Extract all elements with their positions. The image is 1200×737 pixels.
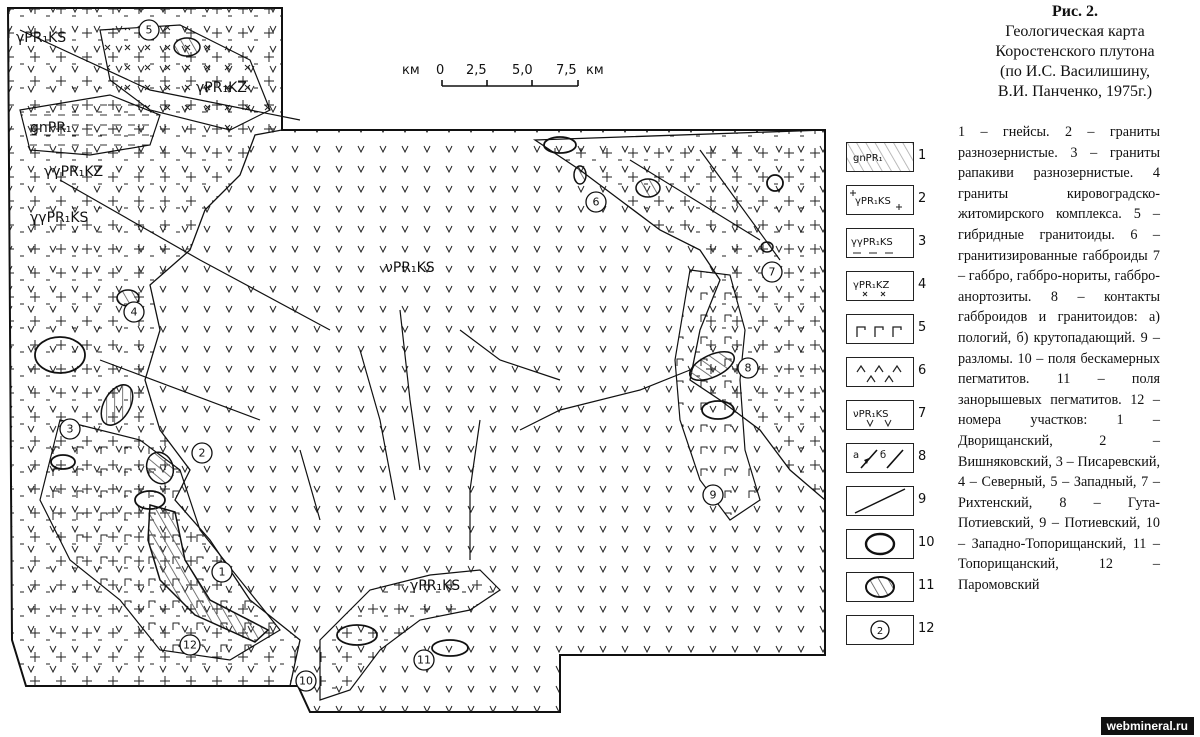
legend-item-site-number: 2 12 xyxy=(846,615,946,645)
svg-text:а: а xyxy=(853,450,859,461)
legend-item-kz-granite: γPR₁KZ 4 xyxy=(846,271,946,301)
svg-text:gnPR₁: gnPR₁ xyxy=(853,153,883,164)
site-number: 8 xyxy=(745,362,752,375)
legend-item-open-ellipse: 10 xyxy=(846,529,946,559)
label-gamma-ks-bottom: γPR₁KS xyxy=(410,578,460,594)
legend-item-hatched-ellipse: 11 xyxy=(846,572,946,602)
kz-granite-zone xyxy=(99,24,271,131)
svg-text:γPR₁KZ: γPR₁KZ xyxy=(853,280,889,291)
svg-text:2: 2 xyxy=(877,626,883,637)
svg-text:γγPR₁KS: γγPR₁KS xyxy=(851,237,893,248)
hybrid-zone-east xyxy=(674,269,761,521)
pegmatite-fields xyxy=(34,136,784,657)
scale-bar: км 0 2,5 5,0 7,5 км xyxy=(400,48,612,94)
geological-map: γPR₁KS γPR₁KZ gnPR₁ γγPR₁KZ γγPR₁KS νPR₁… xyxy=(6,7,826,713)
label-gamma-ks-top: γPR₁KS xyxy=(16,30,66,46)
site-number: 5 xyxy=(146,24,153,37)
title-line: Геологическая карта xyxy=(1005,23,1145,40)
site-number: 9 xyxy=(710,489,717,502)
legend-item-granite: γPR₁KS 2 xyxy=(846,185,946,215)
site-number: 6 xyxy=(593,196,600,209)
title-line: В.И. Панченко, 1975г.) xyxy=(997,83,1153,100)
watermark: webmineral.ru xyxy=(1100,717,1194,735)
gneiss-zone xyxy=(19,94,161,156)
site-number: 12 xyxy=(183,639,197,652)
legend-item-gabbroid: 6 xyxy=(846,357,946,387)
svg-text:км: км xyxy=(586,63,604,78)
legend-item-gneiss: gnPR₁ 1 xyxy=(846,142,946,172)
site-number: 11 xyxy=(417,654,431,667)
svg-text:νPR₁KS: νPR₁KS xyxy=(853,409,888,420)
legend-item-gabbro: νPR₁KS 7 xyxy=(846,400,946,430)
fault-lines xyxy=(19,29,781,560)
label-gamma-gamma-kz: γγPR₁KZ xyxy=(44,164,103,180)
figure-label: Рис. 2. xyxy=(1051,3,1099,20)
label-gneiss: gnPR₁ xyxy=(30,120,72,136)
site-number: 2 xyxy=(199,447,206,460)
svg-text:км: км xyxy=(402,63,420,78)
granite-zone-south xyxy=(319,569,501,701)
svg-text:5,0: 5,0 xyxy=(512,63,533,78)
legend-item-fault: 9 xyxy=(846,486,946,516)
site-number: 10 xyxy=(299,675,313,688)
label-gamma-kz: γPR₁KZ xyxy=(196,80,247,96)
svg-text:γPR₁KS: γPR₁KS xyxy=(855,196,891,207)
title-line: Коростенского плутона xyxy=(995,43,1155,60)
site-number: 4 xyxy=(131,306,138,319)
svg-text:7,5: 7,5 xyxy=(556,63,577,78)
label-nu-ks: νPR₁KS xyxy=(385,260,435,276)
site-number: 1 xyxy=(219,566,226,579)
title-line: (по И.С. Василишину, xyxy=(1000,63,1150,80)
svg-text:2,5: 2,5 xyxy=(466,63,487,78)
legend-item-rapakivi: γγPR₁KS 3 xyxy=(846,228,946,258)
legend-item-hybrid: 5 xyxy=(846,314,946,344)
site-number: 3 xyxy=(67,423,74,436)
figure-title: Рис. 2. Геологическая карта Коростенског… xyxy=(955,2,1195,102)
legend-description: 1 – гнейсы. 2 – граниты разнозернистые. … xyxy=(958,124,1160,594)
site-markers xyxy=(59,19,783,692)
label-gamma-gamma-ks: γγPR₁KS xyxy=(30,210,89,226)
svg-text:0: 0 xyxy=(436,63,444,78)
legend: gnPR₁ 1 γPR₁KS 2 γγPR₁KS 3 γPR₁KZ 4 5 6 … xyxy=(846,134,946,694)
site-number: 7 xyxy=(769,266,776,279)
svg-text:б: б xyxy=(880,450,886,461)
